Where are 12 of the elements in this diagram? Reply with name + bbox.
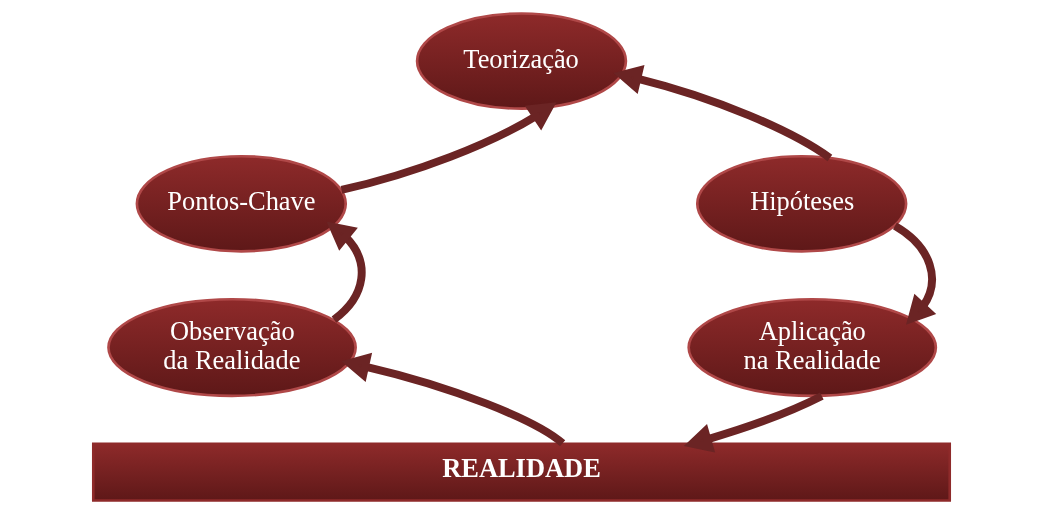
node-box: REALIDADE (91, 442, 952, 502)
node-ellipse: Observação da Realidade (107, 297, 357, 398)
arrow (892, 222, 937, 325)
arrow (326, 221, 366, 323)
arrow (340, 102, 557, 194)
node-ellipse: Teorização (415, 12, 628, 110)
arrow (341, 352, 566, 447)
node-ellipse: Pontos-Chave (135, 154, 348, 253)
arrow (683, 392, 824, 453)
node-ellipse: Aplicação na Realidade (687, 297, 938, 398)
node-ellipse: Hipóteses (695, 154, 908, 253)
arrow (613, 64, 833, 162)
